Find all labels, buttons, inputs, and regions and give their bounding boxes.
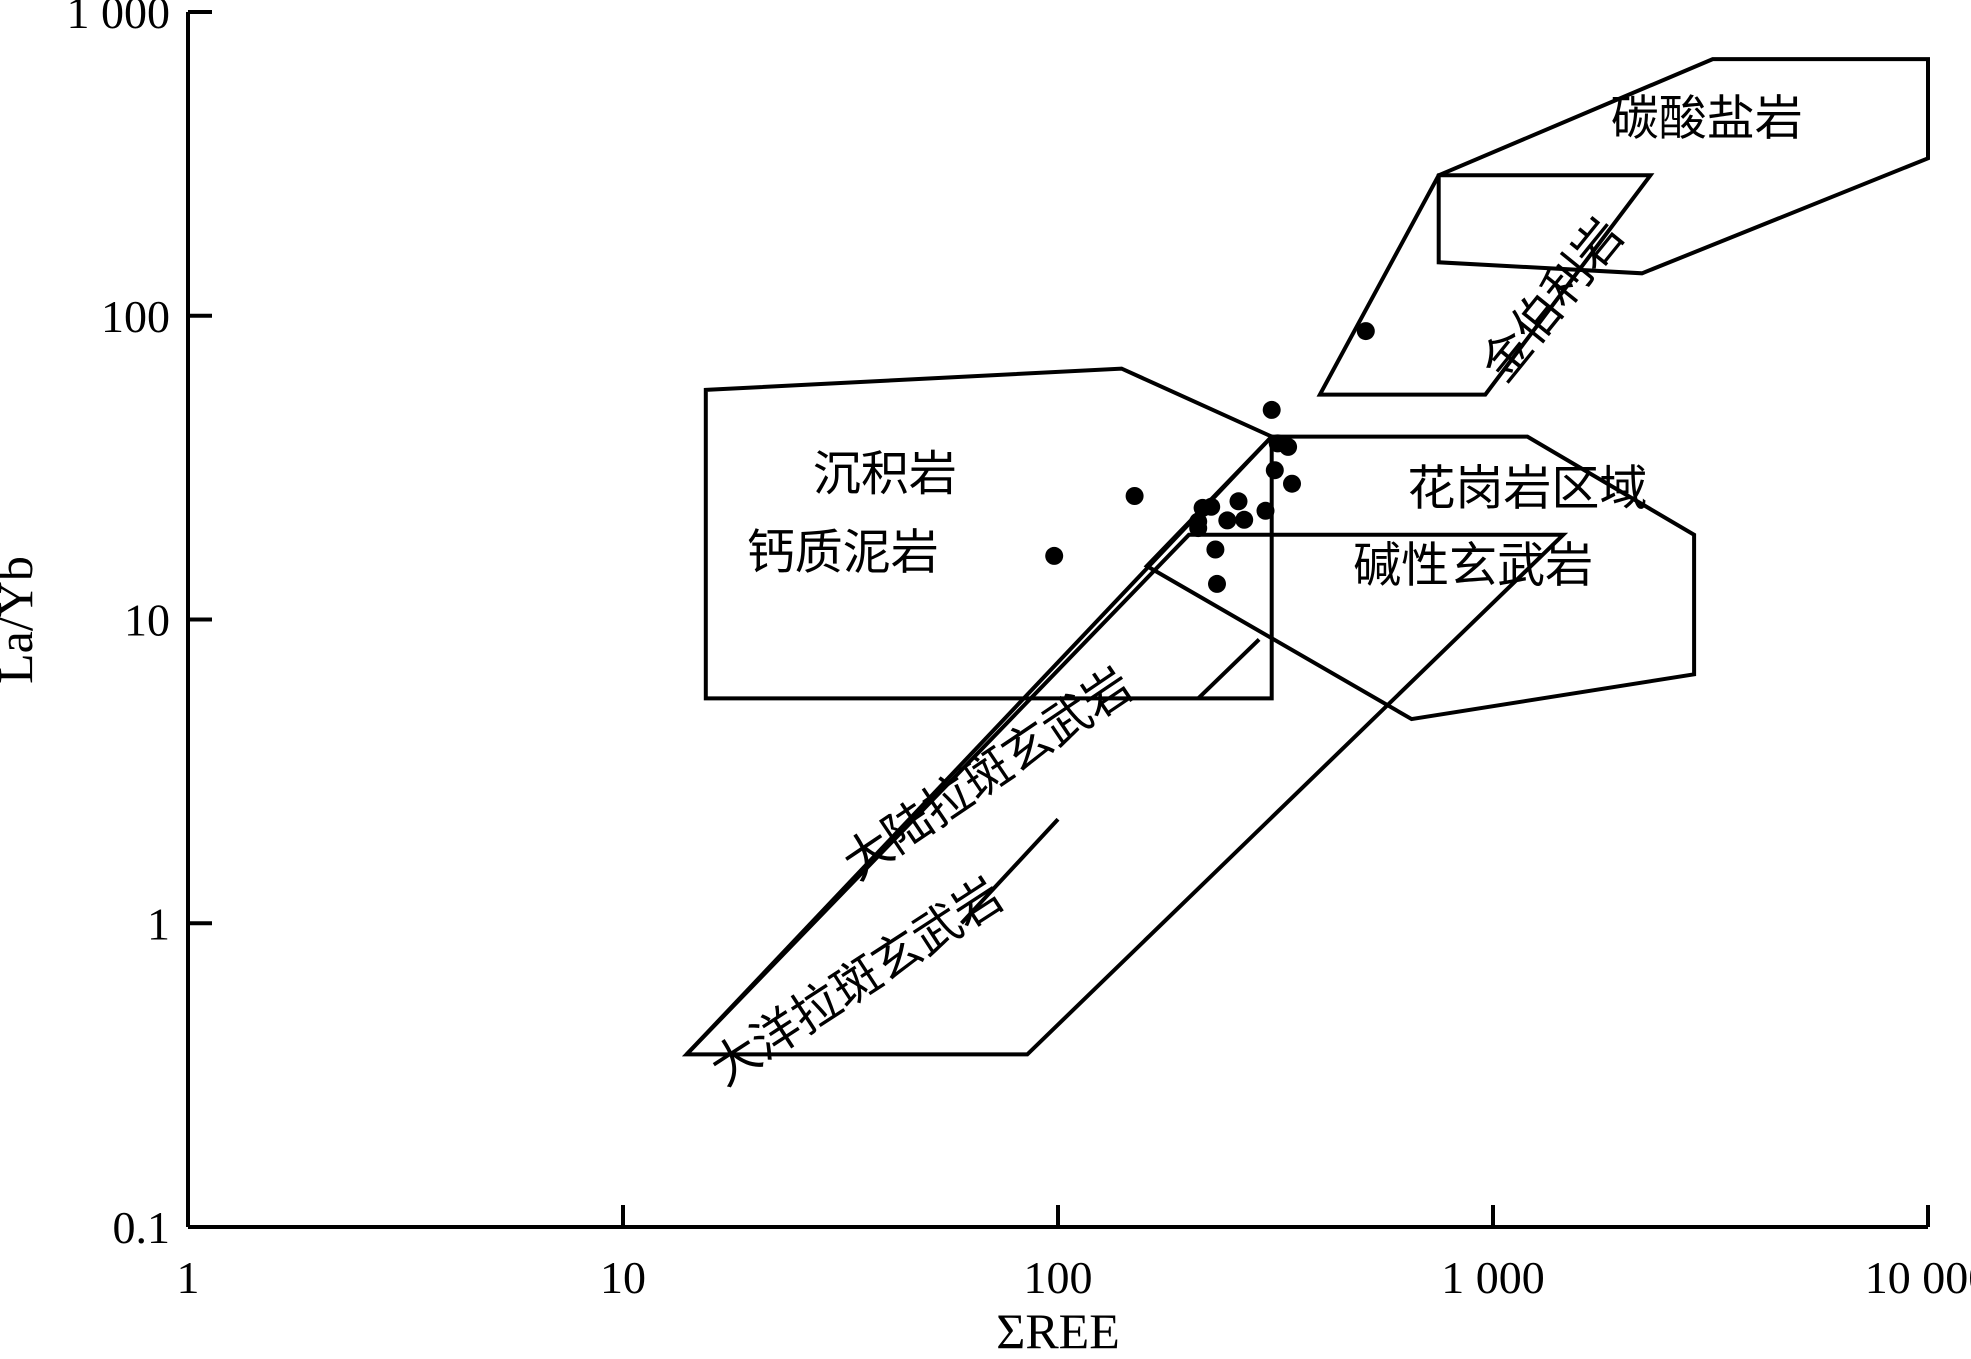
data-point <box>1256 501 1275 520</box>
field-label: 钙质泥岩 <box>747 527 939 580</box>
data-point <box>1356 322 1375 341</box>
field-label: 碳酸盐岩 <box>1611 92 1803 145</box>
label-pointer-line <box>960 817 1060 925</box>
data-point <box>1229 492 1248 511</box>
field-carbonate <box>1436 57 1930 276</box>
field-sediment <box>703 366 1274 701</box>
data-point <box>1262 400 1281 419</box>
x-tick-label: 10 <box>600 1252 646 1303</box>
data-point <box>1202 497 1221 516</box>
y-tick-label: 1 000 <box>67 0 171 38</box>
y-tick-label: 0.1 <box>113 1202 171 1253</box>
data-point <box>1206 540 1225 559</box>
x-tick-label: 1 000 <box>1441 1252 1545 1303</box>
field-label: 金伯利岩 <box>1472 209 1634 392</box>
y-tick-label: 100 <box>101 291 170 342</box>
axes <box>186 12 1928 1229</box>
data-point <box>1189 519 1208 538</box>
x-tick-label: 10 000 <box>1865 1252 1971 1303</box>
field-alkali-basalt <box>681 532 1569 1057</box>
data-point <box>1279 437 1298 456</box>
sample-points <box>1045 322 1375 593</box>
y-axis-title: La/Yb <box>0 556 43 684</box>
data-point <box>1208 574 1226 593</box>
field-oceanic-tholeiite <box>1196 637 1261 700</box>
x-axis-title: ΣREE <box>996 1303 1120 1359</box>
classification-fields <box>681 57 1930 1057</box>
x-tick-label: 100 <box>1024 1252 1093 1303</box>
field-label: 大陆拉斑玄武岩 <box>834 659 1142 891</box>
data-point <box>1283 474 1301 493</box>
data-point <box>1218 511 1237 530</box>
field-label: 碱性玄武岩 <box>1353 540 1593 593</box>
field-kimberlite <box>1316 173 1655 397</box>
data-point <box>1125 487 1144 505</box>
x-tick-label: 1 <box>177 1252 200 1303</box>
field-label: 花岗岩区域 <box>1407 463 1647 516</box>
data-point <box>1045 546 1064 565</box>
data-point <box>1235 510 1254 529</box>
y-tick-label: 10 <box>124 595 170 646</box>
data-point <box>1265 461 1284 480</box>
y-tick-label: 1 <box>147 898 170 949</box>
field-continental-tholeiite <box>685 435 1274 1056</box>
field-label: 沉积岩 <box>813 448 957 501</box>
field-label: 大洋拉斑玄武岩 <box>702 869 1013 1096</box>
